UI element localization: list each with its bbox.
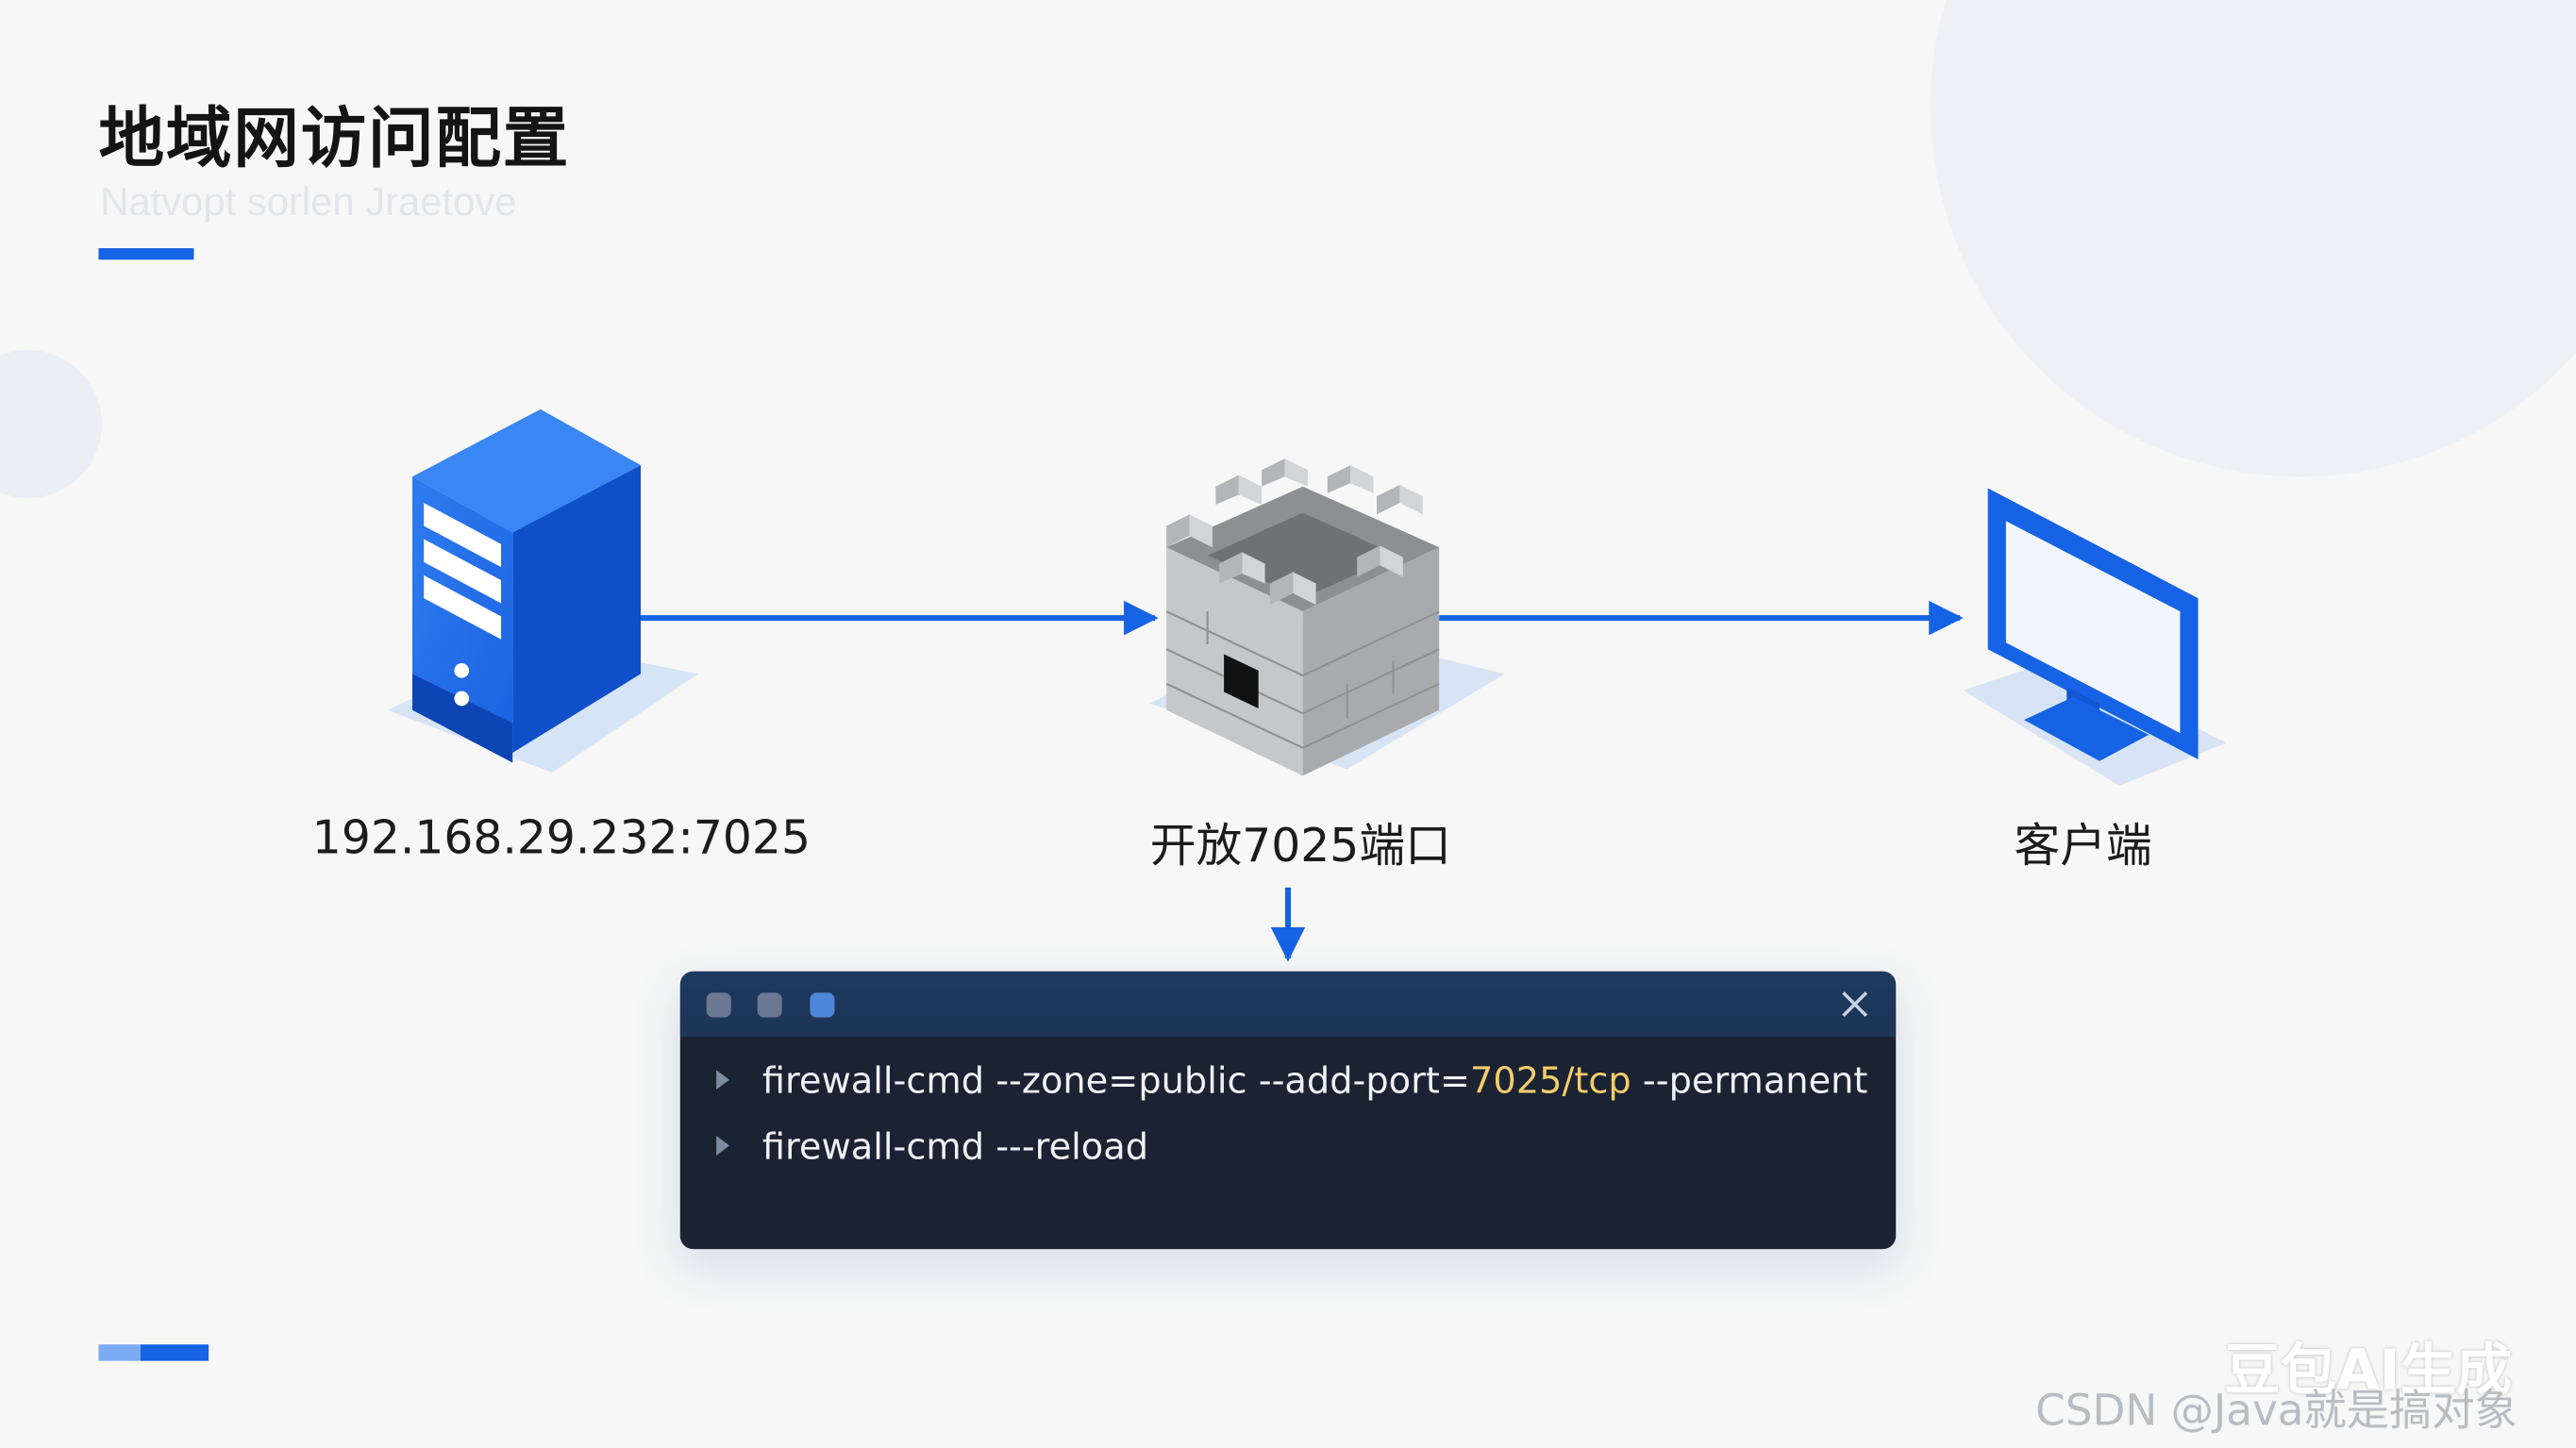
server-icon — [387, 408, 698, 773]
client-label: 客户端 — [2014, 818, 2152, 874]
title-underline — [98, 248, 194, 260]
server-label: 192.168.29.232:7025 — [311, 809, 811, 865]
close-icon[interactable] — [1837, 986, 1873, 1022]
command-1-suffix: --permanent — [1631, 1061, 1868, 1104]
footer-accent-bar — [98, 1344, 209, 1361]
firewall-castle-icon — [1149, 458, 1505, 776]
firewall-label: 开放7025端口 — [1149, 818, 1451, 874]
ai-watermark: 豆包AI生成 — [2224, 1338, 2513, 1404]
command-1-port: 7025/tcp — [1469, 1061, 1631, 1104]
window-dot-2[interactable] — [757, 992, 782, 1018]
command-line-2: firewall-cmd ---reload — [716, 1127, 1148, 1169]
csdn-watermark: CSDN @Java就是搞对象 — [2035, 1387, 2517, 1437]
terminal-window: firewall-cmd --zone=public --add-port=70… — [679, 971, 1897, 1250]
window-dot-3[interactable] — [810, 992, 835, 1018]
chevron-right-icon — [716, 1070, 730, 1090]
page-subtitle: Natvopt sorlen Jraetove — [100, 180, 517, 225]
page-title: 地域网访问配置 — [98, 102, 571, 178]
command-line-1: firewall-cmd --zone=public --add-port=70… — [716, 1061, 1868, 1104]
terminal-titlebar — [679, 971, 1897, 1038]
command-2-text: firewall-cmd ---reload — [761, 1127, 1149, 1169]
window-dot-1[interactable] — [706, 992, 731, 1018]
chevron-right-icon — [716, 1135, 730, 1156]
monitor-icon — [1963, 488, 2227, 786]
command-1-prefix: firewall-cmd --zone=public --add-port= — [761, 1061, 1470, 1104]
